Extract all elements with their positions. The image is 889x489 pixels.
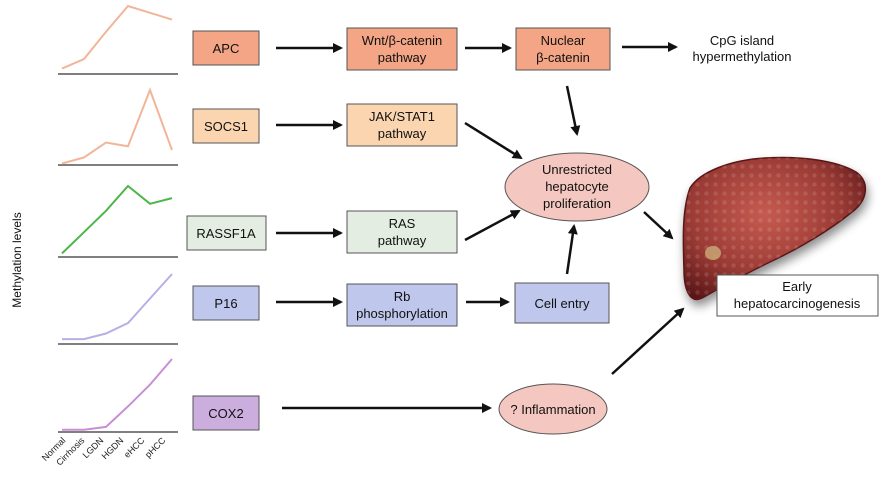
cpg-label-line-2: hypermethylation: [693, 49, 792, 64]
liver-lesion: [705, 246, 721, 260]
pathway-label-line-1: Rb: [394, 289, 411, 304]
nuclear-beta-catenin-box: Nuclear β-catenin: [515, 27, 611, 71]
pathway-box-rb: Rb phosphorylation: [346, 283, 458, 327]
proliferation-label-line-3: proliferation: [543, 196, 611, 211]
outcome-label-line-2: hepatocarcinogenesis: [734, 296, 861, 311]
pathway-label-line-2: phosphorylation: [356, 306, 448, 321]
chart-panel-apc: [58, 4, 178, 75]
pathway-box-jak-stat1: JAK/STAT1 pathway: [346, 103, 458, 147]
arrow-ras-to-proliferation: [464, 209, 521, 242]
proliferation-node: Unrestricted hepatocyte proliferation: [504, 152, 650, 222]
gene-label-apc: APC: [213, 41, 240, 56]
gene-box-rassf1a: RASSF1A: [186, 215, 267, 251]
proliferation-label-line-2: hepatocyte: [545, 179, 609, 194]
cell-entry-box: Cell entry: [514, 282, 610, 324]
pathway-label-line-2: pathway: [378, 50, 427, 65]
pathway-label-line-1: JAK/STAT1: [369, 109, 435, 124]
apc-methylation-line: [61, 4, 173, 70]
gene-box-p16: P16: [192, 285, 260, 321]
arrow-inflammation-to-liver: [611, 307, 685, 375]
chart-panel-socs1: [58, 87, 178, 166]
pathway-label-line-1: Wnt/β-catenin: [362, 33, 442, 48]
tick-label-phcc: pHCC: [143, 435, 168, 460]
proliferation-label-line-1: Unrestricted: [542, 162, 612, 177]
cell-entry-label: Cell entry: [535, 296, 590, 311]
arrow-cell-entry-to-proliferation: [565, 224, 578, 275]
p16-methylation-line: [62, 273, 173, 341]
gene-box-apc: APC: [192, 30, 260, 66]
arrow-jak-to-proliferation: [464, 121, 523, 160]
x-tick-labels: Normal Cirrhosis LGDN HGDN eHCC pHCC: [40, 435, 168, 468]
gene-label-cox2: COX2: [208, 406, 243, 421]
outcome-label-line-1: Early: [782, 279, 812, 294]
inflammation-label: ? Inflammation: [510, 402, 595, 417]
pathway-label-line-2: pathway: [378, 233, 427, 248]
inflammation-node: ? Inflammation: [498, 383, 608, 435]
cox2-methylation-line: [62, 358, 173, 431]
nuclear-label-line-2: β-catenin: [536, 50, 590, 65]
pathway-box-ras: RAS pathway: [346, 210, 458, 254]
pathway-label-line-2: pathway: [378, 126, 427, 141]
liver-illustration: [682, 156, 866, 301]
arrows: [276, 42, 685, 413]
liver-texture: [683, 157, 866, 300]
socs1-methylation-line: [61, 87, 173, 165]
chart-panel-rassf1a: [58, 184, 178, 258]
gene-label-p16: P16: [214, 296, 237, 311]
chart-panel-p16: [58, 273, 178, 345]
pathway-label-line-1: RAS: [389, 216, 416, 231]
cpg-label-line-1: CpG island: [710, 33, 774, 48]
gene-label-rassf1a: RASSF1A: [196, 226, 256, 241]
rassf1a-methylation-line: [61, 184, 173, 255]
pathway-box-wnt: Wnt/β-catenin pathway: [346, 27, 458, 71]
cpg-island-label: CpG island hypermethylation: [693, 33, 792, 64]
tick-label-ehcc: eHCC: [122, 435, 147, 460]
chart-panel-cox2: [58, 358, 178, 433]
tick-label-hgdn: HGDN: [100, 435, 126, 461]
y-axis-title: Methylation levels: [10, 212, 24, 307]
gene-label-socs1: SOCS1: [204, 119, 248, 134]
gene-box-socs1: SOCS1: [192, 108, 260, 144]
arrow-proliferation-to-liver: [643, 211, 674, 240]
arrow-nuclear-to-proliferation: [565, 85, 581, 136]
outcome-label-box: Early hepatocarcinogenesis: [716, 274, 879, 317]
nuclear-label-line-1: Nuclear: [541, 33, 586, 48]
gene-box-cox2: COX2: [192, 395, 260, 431]
